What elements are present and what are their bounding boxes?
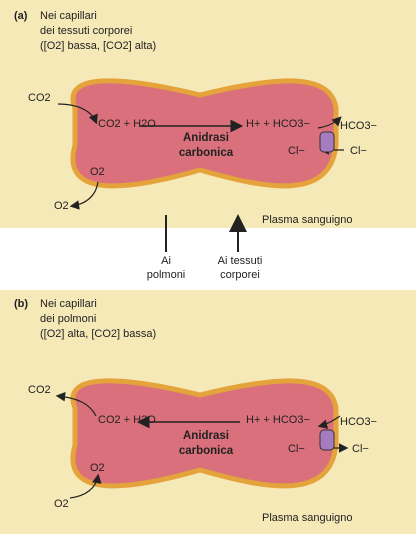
to-tissues-line1: Ai tessuti: [217, 255, 263, 267]
reaction-right-a: H+ + HCO3−: [246, 118, 310, 130]
o2-out-arrow-a: [69, 181, 99, 210]
co2-outside-a: CO2: [28, 92, 51, 104]
cl-outside-b: Cl−: [352, 443, 369, 455]
hco3-out-arrow-a: [317, 116, 342, 129]
co2-outside-b: CO2: [28, 384, 51, 396]
co2-in-arrow-a: [57, 103, 98, 125]
panel-a-heading-line2: dei tessuti corporei: [40, 25, 133, 37]
panel-a-heading-line3: ([O2] bassa, [CO2] alta): [40, 40, 157, 52]
panel-b-letter: (b): [14, 298, 29, 310]
o2-inside-a: O2: [90, 166, 105, 178]
reaction-right-b: H+ + HCO3−: [246, 414, 310, 426]
cl-inside-a: Cl−: [288, 145, 305, 157]
to-lungs-line2: polmoni: [146, 269, 186, 282]
reaction-left-a: CO2 + H2O: [98, 118, 156, 130]
panel-b-heading-line2: dei polmoni: [40, 313, 97, 325]
anion-exchanger-a: [319, 131, 335, 153]
o2-in-arrow-b: [69, 473, 102, 499]
panel-a-letter: (a): [14, 10, 28, 22]
plasma-label-b: Plasma sanguigno: [262, 512, 353, 524]
hco3-in-arrow-b: [317, 415, 341, 429]
enzyme-line2-b: carbonica: [178, 445, 234, 457]
panel-b-heading-line3: ([O2] alta, [CO2] bassa): [40, 328, 157, 340]
o2-outside-b: O2: [54, 498, 69, 510]
o2-inside-b: O2: [90, 462, 105, 474]
o2-outside-a: O2: [54, 200, 69, 212]
cl-outside-a: Cl−: [350, 145, 367, 157]
to-tissues-line2: corporei: [220, 269, 260, 282]
hco3-outside-b: HCO3−: [340, 416, 377, 428]
to-tissues-label: Ai tessuti corporei: [206, 254, 274, 283]
cl-inside-b: Cl−: [288, 443, 305, 455]
red-blood-cell-a: [70, 78, 339, 189]
to-lungs-line1: Ai: [161, 255, 171, 267]
reaction-left-b: CO2 + H2O: [98, 414, 156, 426]
panel-b-diagram: [55, 378, 349, 499]
panel-a-diagram: [57, 78, 345, 210]
panel-b-lung-capillaries: (b) Nei capillari dei polmoni ([O2] alta…: [0, 290, 416, 534]
plasma-label-a: Plasma sanguigno: [262, 214, 353, 226]
panel-b-heading-line1: Nei capillari: [40, 298, 97, 310]
enzyme-line1-b: Anidrasi: [182, 430, 229, 442]
hco3-outside-a: HCO3−: [340, 120, 377, 132]
enzyme-line1-a: Anidrasi: [182, 132, 229, 144]
co2-out-arrow-b: [55, 391, 97, 417]
to-lungs-label: Ai polmoni: [136, 254, 196, 283]
panel-a-heading-line1: Nei capillari: [40, 10, 97, 22]
red-blood-cell-b: [70, 378, 339, 489]
enzyme-line2-a: carbonica: [178, 147, 234, 159]
panel-a-tissue-capillaries: (a) Nei capillari dei tessuti corporei (…: [0, 0, 416, 228]
anion-exchanger-b: [319, 429, 335, 451]
